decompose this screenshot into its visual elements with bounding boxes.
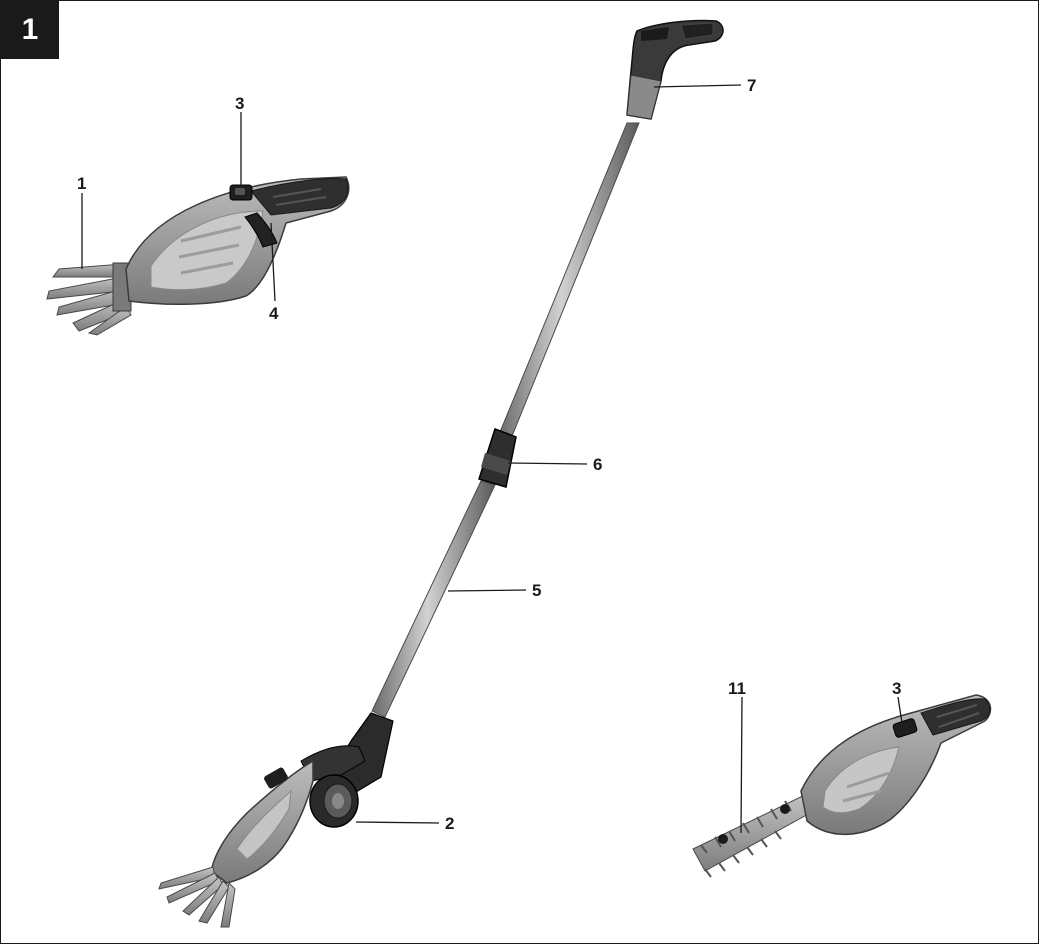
callout-7: 7	[747, 76, 756, 95]
callout-4: 4	[269, 304, 279, 323]
callout-11: 11	[728, 679, 746, 698]
length-adjustment-collar	[479, 429, 516, 487]
shrub-shear-body	[801, 695, 991, 834]
callout-1: 1	[77, 174, 86, 193]
handle-grip	[627, 20, 723, 119]
power-switch-button	[230, 185, 252, 200]
shrub-shear-unit	[693, 695, 991, 877]
callout-2: 2	[445, 814, 454, 833]
callout-3-shrub-shear: 3	[892, 679, 901, 698]
telescopic-pole	[372, 123, 639, 717]
shrub-blade-attachment	[693, 793, 821, 877]
callout-3-grass-shear: 3	[235, 94, 244, 113]
telescopic-handle	[159, 20, 741, 927]
support-wheel	[310, 775, 358, 827]
mounted-shear-body	[211, 761, 313, 883]
grass-shear-unit	[47, 112, 349, 335]
grass-blade-attachment	[47, 263, 131, 335]
leader-line-7	[654, 85, 741, 87]
leader-line-5	[448, 590, 526, 591]
callout-6: 6	[593, 455, 602, 474]
leader-line-2	[356, 822, 439, 823]
leader-line-6	[508, 463, 587, 464]
leader-line-11	[741, 697, 742, 833]
callout-5: 5	[532, 581, 541, 600]
